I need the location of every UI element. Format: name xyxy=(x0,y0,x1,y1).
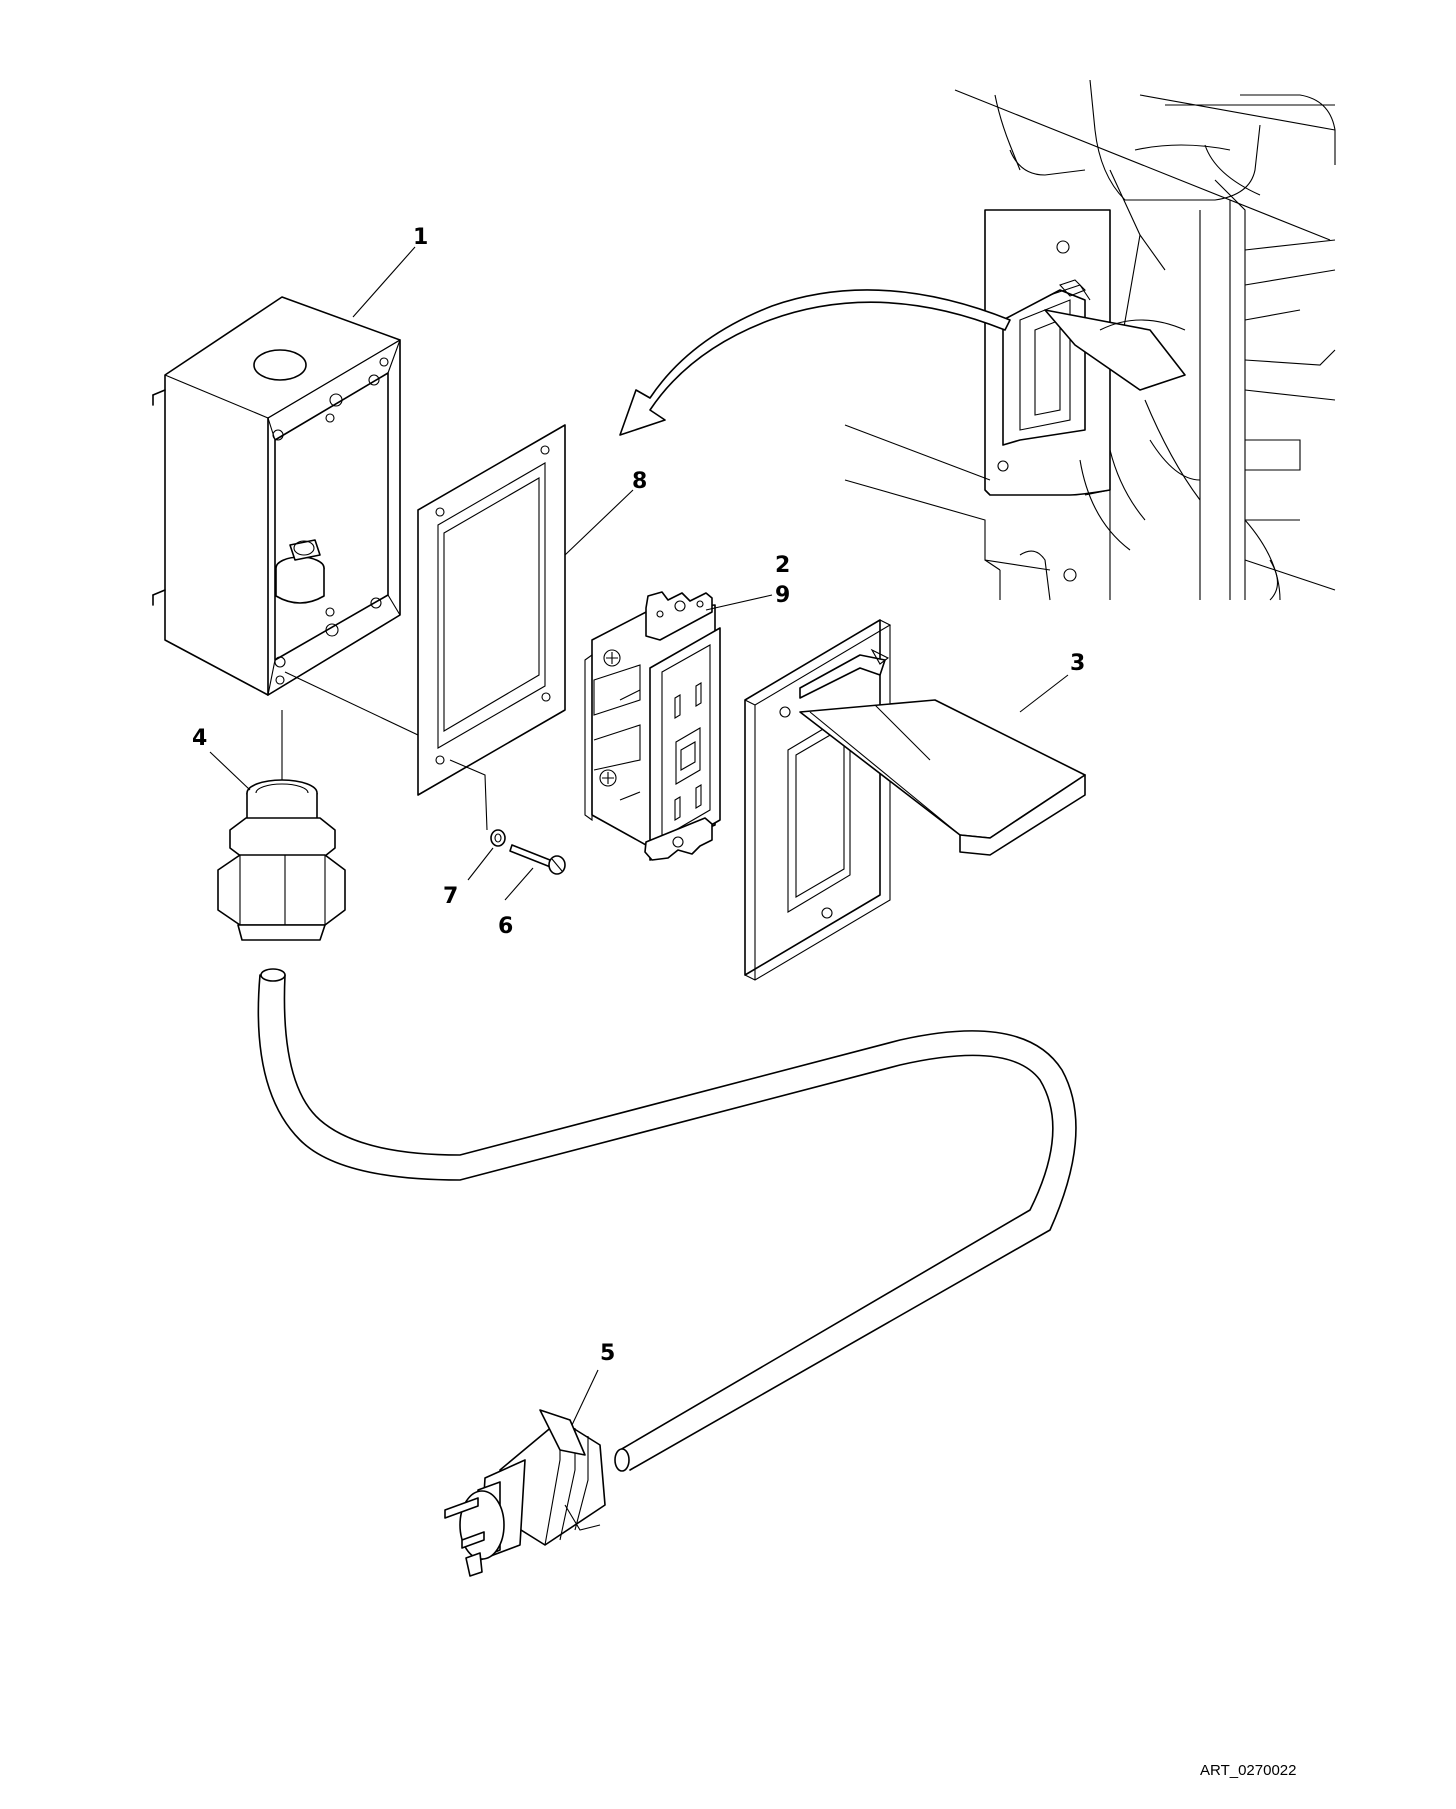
callout-2: 2 xyxy=(775,553,790,578)
art-id-label: ART_0270022 xyxy=(1200,1762,1296,1779)
installed-location-inset xyxy=(844,79,1336,601)
part-7-washer xyxy=(490,829,506,847)
callout-9: 9 xyxy=(775,583,790,608)
part-5-plug xyxy=(444,1409,606,1577)
part-1-electrical-box xyxy=(152,296,401,696)
part-3-weatherproof-cover xyxy=(744,619,1086,981)
part-4-cable-connector xyxy=(217,779,346,941)
callout-5: 5 xyxy=(600,1341,615,1366)
callout-4: 4 xyxy=(192,726,207,751)
part-8-gasket xyxy=(417,424,566,796)
callout-1: 1 xyxy=(413,225,428,250)
part-5-power-cord xyxy=(257,968,1077,1472)
part-6-screw xyxy=(509,844,566,875)
callout-leaders xyxy=(209,246,1069,1426)
location-arrow xyxy=(619,289,1011,436)
callout-7: 7 xyxy=(443,884,458,909)
callout-6: 6 xyxy=(498,914,513,939)
callout-3: 3 xyxy=(1070,651,1085,676)
callout-8: 8 xyxy=(632,469,647,494)
assembly-leader-lines xyxy=(281,671,488,831)
part-2-gfci-receptacle xyxy=(584,591,721,861)
